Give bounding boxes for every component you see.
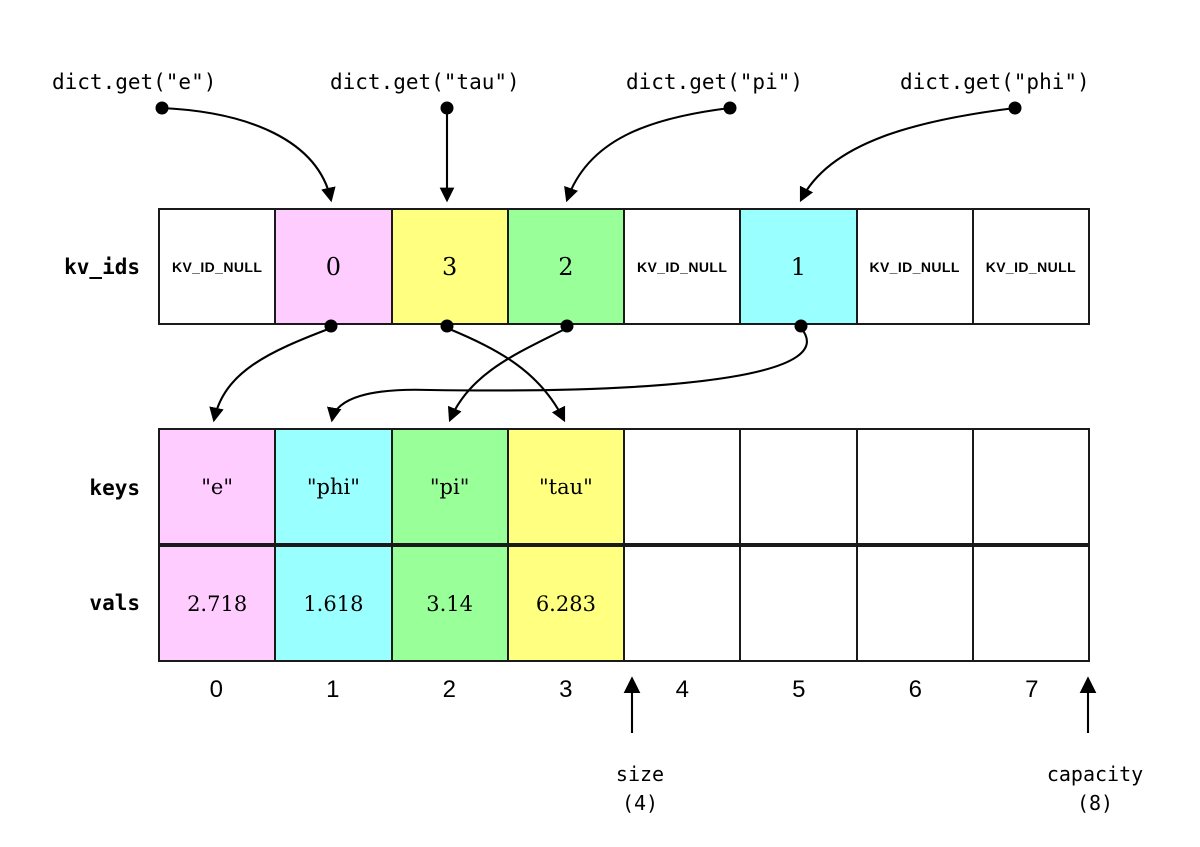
dot-get-phi <box>1008 101 1022 115</box>
capacity-value: (8) <box>1076 791 1114 815</box>
kv-ids-cell-2: 3 <box>392 210 509 323</box>
dot-get-pi <box>723 101 737 115</box>
vals-array: 2.718 1.618 3.14 6.283 <box>158 545 1090 662</box>
row-label-kv-ids: kv_ids <box>64 255 140 279</box>
index-tick-3: 3 <box>559 676 573 703</box>
keys-cell-2-text: "pi" <box>429 474 470 499</box>
vals-cell-5 <box>741 547 858 660</box>
keys-cell-6 <box>857 430 974 545</box>
keys-cell-4 <box>625 430 742 545</box>
call-label-get-tau: dict.get("tau") <box>330 70 520 94</box>
vals-cell-3: 6.283 <box>508 547 625 660</box>
keys-cell-3: "tau" <box>508 430 625 545</box>
arrow-slot2-to-entry3 <box>446 327 566 423</box>
kv-ids-cell-7-text: KV_ID_NULL <box>985 258 1077 275</box>
call-label-get-pi: dict.get("pi") <box>626 70 804 94</box>
index-tick-0: 0 <box>209 676 223 703</box>
vals-cell-3-text: 6.283 <box>535 591 596 616</box>
index-tick-row: 0 1 2 3 4 5 6 7 <box>158 676 1090 704</box>
kv-ids-cell-4-text: KV_ID_NULL <box>636 258 728 275</box>
kv-ids-cell-3-text: 2 <box>558 252 574 281</box>
index-tick-6: 6 <box>908 676 922 703</box>
index-tick-1: 1 <box>326 676 340 703</box>
kv-ids-cell-5: 1 <box>741 210 858 323</box>
keys-cell-7 <box>973 430 1088 545</box>
kv-ids-cell-0-text: KV_ID_NULL <box>171 258 263 275</box>
keys-cell-3-text: "tau" <box>538 474 593 499</box>
arrow-get-phi-to-slot5 <box>799 106 1016 203</box>
kv-ids-cell-4: KV_ID_NULL <box>625 210 742 323</box>
vals-cell-4 <box>625 547 742 660</box>
kv-ids-array: KV_ID_NULL 0 3 2 KV_ID_NULL 1 KV_ID_NULL KV_ID_… <box>158 208 1090 325</box>
kv-ids-cell-7: KV_ID_NULL <box>973 210 1088 323</box>
arrow-get-e-to-slot1 <box>161 106 336 203</box>
vals-cell-0-text: 2.718 <box>187 591 248 616</box>
arrow-slot1-to-entry0 <box>209 327 332 423</box>
kv-ids-cell-5-text: 1 <box>790 252 807 281</box>
kv-ids-cell-1-text: 0 <box>325 252 342 281</box>
keys-cell-1: "phi" <box>276 430 393 545</box>
keys-array: "e" "phi" "pi" "tau" <box>158 428 1090 545</box>
kv-ids-cell-6: KV_ID_NULL <box>857 210 974 323</box>
index-tick-7: 7 <box>1025 676 1039 703</box>
keys-cell-5 <box>741 430 858 545</box>
kv-ids-cell-2-text: 3 <box>441 252 458 281</box>
dot-get-e <box>155 101 169 115</box>
kv-ids-cell-0: KV_ID_NULL <box>160 210 277 323</box>
size-annotation: size (4) <box>565 760 715 818</box>
size-value: (4) <box>621 791 659 815</box>
keys-cell-0-text: "e" <box>201 474 233 499</box>
vals-cell-7 <box>973 547 1088 660</box>
kv-ids-cell-3: 2 <box>508 210 625 323</box>
capacity-annotation: capacity (8) <box>1010 760 1180 818</box>
call-label-get-e: dict.get("e") <box>52 70 217 94</box>
vals-cell-2-text: 3.14 <box>426 591 473 616</box>
vals-cell-0: 2.718 <box>160 547 277 660</box>
keys-cell-2: "pi" <box>392 430 509 545</box>
arrow-slot5-to-entry1 <box>326 327 808 423</box>
index-tick-5: 5 <box>792 676 806 703</box>
vals-cell-1: 1.618 <box>276 547 393 660</box>
row-label-keys: keys <box>89 476 140 500</box>
keys-cell-0: "e" <box>160 430 277 545</box>
index-tick-2: 2 <box>442 676 456 703</box>
row-label-vals: vals <box>89 591 140 615</box>
index-tick-4: 4 <box>675 676 689 703</box>
vals-cell-6 <box>857 547 974 660</box>
size-label: size <box>615 762 665 786</box>
keys-cell-1-text: "phi" <box>306 474 360 499</box>
arrow-get-pi-to-slot3 <box>564 106 731 203</box>
call-label-get-phi: dict.get("phi") <box>900 70 1090 94</box>
dot-get-tau <box>440 101 454 115</box>
kv-ids-cell-6-text: KV_ID_NULL <box>869 258 960 275</box>
kv-ids-cell-1: 0 <box>276 210 393 323</box>
vals-cell-2: 3.14 <box>392 547 509 660</box>
capacity-label: capacity <box>1046 762 1144 786</box>
arrow-slot3-to-entry2 <box>447 327 568 423</box>
vals-cell-1-text: 1.618 <box>303 591 364 616</box>
